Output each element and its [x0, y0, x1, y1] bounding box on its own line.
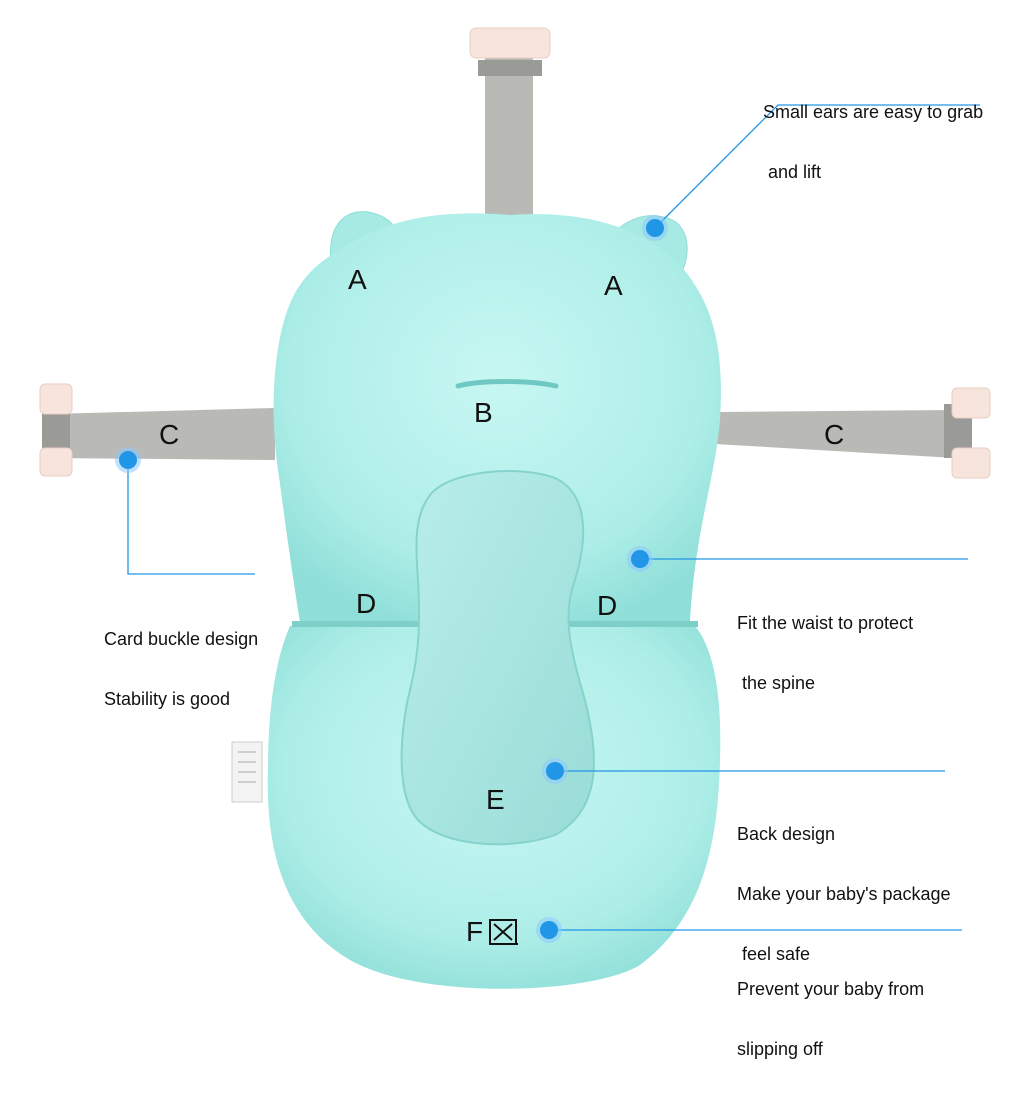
dot-icon: [540, 921, 558, 939]
callout-waist: Fit the waist to protect the spine: [737, 573, 913, 733]
callout-back-line2: Make your baby's package: [737, 884, 951, 904]
callout-waist-line1: Fit the waist to protect: [737, 613, 914, 633]
head-groove: [455, 379, 559, 389]
callout-buckle: Card buckle design Stability is good: [104, 589, 258, 749]
dot-icon: [119, 451, 137, 469]
dot-icon: [631, 550, 649, 568]
callout-waist-line2: the spine: [737, 673, 816, 693]
label-c-right: C: [824, 419, 845, 450]
cushion-upper: [273, 213, 721, 623]
label-a-right: A: [604, 270, 623, 301]
callout-buckle-line1: Card buckle design: [104, 629, 259, 649]
label-a-left: A: [348, 264, 367, 295]
callout-line-ears: [654, 104, 980, 229]
callout-line-buckle: [127, 460, 255, 575]
label-d-left: D: [356, 588, 377, 619]
callout-slip-line2: slipping off: [737, 1039, 823, 1059]
callout-ears: Small ears are easy to grab and lift: [763, 62, 983, 222]
dot-icon: [646, 219, 664, 237]
dot-icon: [546, 762, 564, 780]
label-d-right: D: [597, 590, 618, 621]
label-f: F: [466, 916, 484, 947]
left-strap: [50, 408, 275, 460]
right-strap: [715, 410, 955, 458]
square-x-icon: [489, 919, 518, 945]
callout-buckle-line2: Stability is good: [104, 689, 231, 709]
callout-ears-line2: and lift: [763, 162, 822, 182]
callout-slip: Prevent your baby from slipping off: [737, 939, 924, 1099]
callout-back-line1: Back design: [737, 824, 836, 844]
callout-back-line3: feel safe: [737, 944, 811, 964]
callout-slip-line1: Prevent your baby from: [737, 979, 925, 999]
label-e: E: [486, 784, 505, 815]
top-strap-clip: [469, 27, 551, 59]
label-b: B: [474, 397, 493, 428]
right-strap-clip: [951, 387, 991, 419]
left-strap-clip: [39, 383, 73, 415]
bath-cushion-illustration: [39, 27, 991, 989]
callout-back: Back design Make your baby's package fee…: [737, 784, 951, 1004]
product-diagram: A A B C C D D E F Small ears are easy to…: [39, 27, 991, 1059]
back-panel: [400, 470, 595, 846]
label-c-left: C: [159, 419, 180, 450]
callout-ears-line1: Small ears are easy to grab: [763, 102, 984, 122]
